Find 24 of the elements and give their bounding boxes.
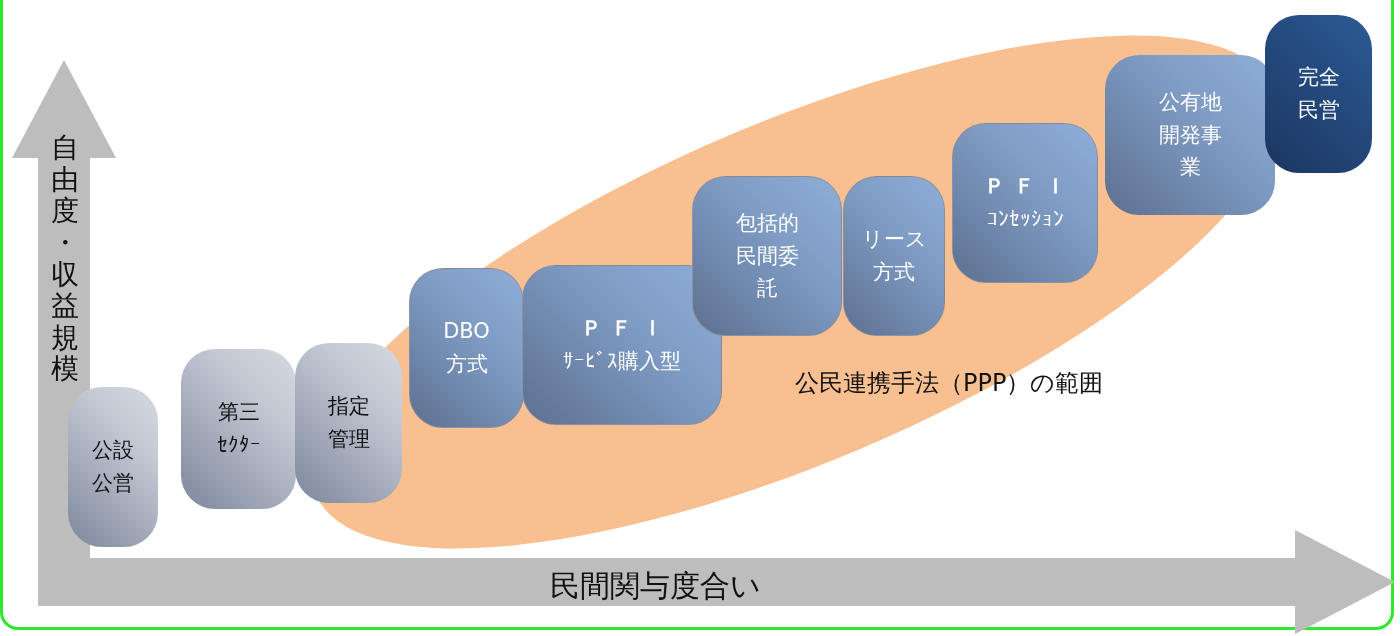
- box-label: 公有地開発事業: [1157, 89, 1223, 182]
- box-label: ｻｰﾋﾞｽ購入型: [563, 348, 681, 375]
- box-label: ｺﾝｾｯｼｮﾝ: [986, 206, 1064, 233]
- box-heading: ＰＦＩ: [581, 315, 673, 343]
- box-heading: ＰＦＩ: [984, 173, 1076, 201]
- box-label: DBO方式: [442, 318, 491, 378]
- box-label: 第三ｾｸﾀｰ: [216, 399, 261, 459]
- method-box: [952, 123, 1098, 283]
- box-label: 包括的民間委託: [734, 210, 800, 303]
- axis-label: 民間関与度合い: [550, 567, 761, 605]
- method-box: [1265, 15, 1372, 173]
- method-box: [843, 176, 945, 336]
- method-box: [295, 343, 402, 503]
- box-label: リース方式: [861, 226, 927, 286]
- box-label: 完全民営: [1296, 64, 1341, 124]
- method-box: [181, 349, 296, 509]
- axis-label: 自由度・収益規模: [50, 132, 79, 385]
- method-box: [692, 176, 842, 336]
- method-box: [409, 268, 524, 428]
- range-label: 公民連携手法（PPP）の範囲: [795, 368, 1104, 399]
- box-label: 指定管理: [326, 393, 371, 453]
- box-label: 公設公営: [91, 437, 135, 497]
- method-box: [68, 387, 158, 547]
- method-box: [522, 265, 722, 425]
